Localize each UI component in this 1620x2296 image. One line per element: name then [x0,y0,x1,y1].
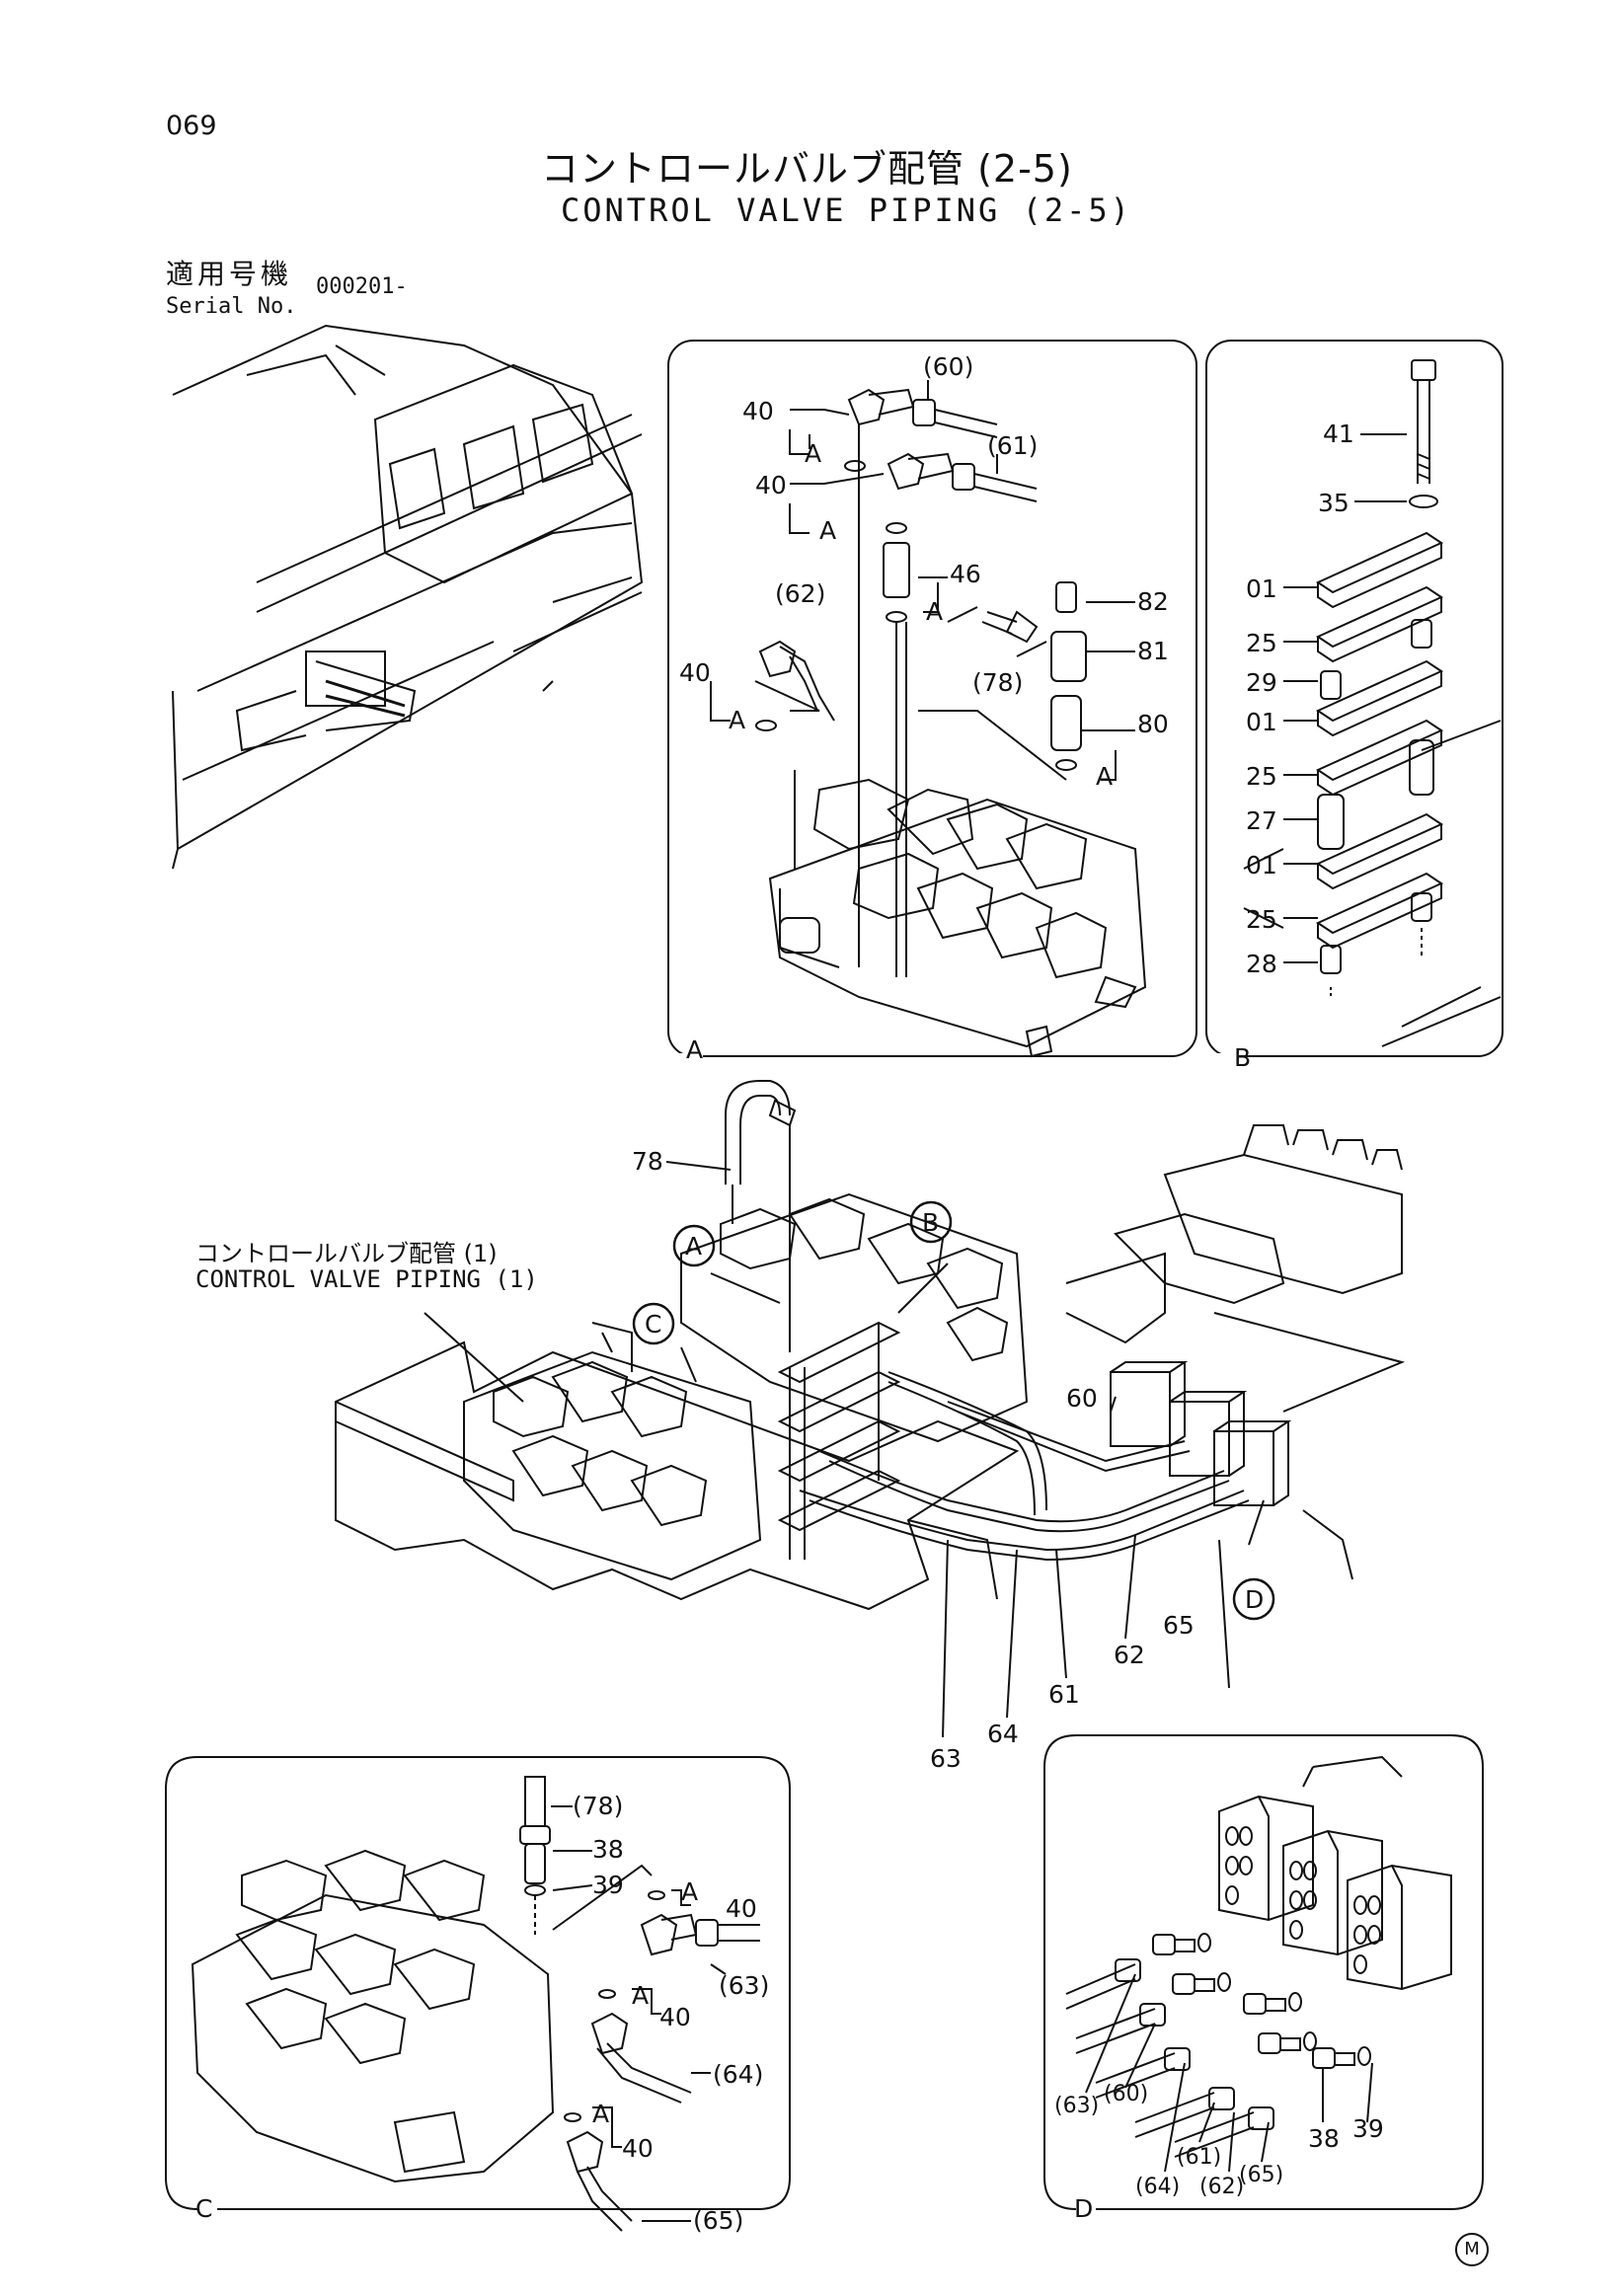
panel-d-label-39: 39 [1352,2114,1384,2143]
panel-d-label-60: (60) [1104,2082,1148,2106]
detail-panel-b [1205,340,1504,1059]
reference-title-en: CONTROL VALVE PIPING (1) [195,1265,538,1293]
panel-a-label-81: 81 [1137,637,1169,665]
panel-c-label-a2: A [632,1981,649,2010]
panel-d-label-61: (61) [1177,2145,1221,2170]
panel-a-label-46: 46 [950,560,981,588]
serial-value: 000201- [316,274,408,299]
page-title-en: CONTROL VALVE PIPING (2-5) [561,191,1132,229]
panel-a-label-82: 82 [1137,587,1169,616]
panel-a-label-a2: A [819,516,836,545]
machine-overview-sketch [172,324,644,870]
panel-b-tag: B [1234,1043,1251,1072]
panel-a-label-a4: A [926,597,943,626]
main-label-78: 78 [632,1147,663,1176]
panel-c-label-38: 38 [592,1835,624,1864]
panel-a-label-80: 80 [1137,710,1169,738]
panel-d-tag: D [1074,2194,1093,2223]
panel-c-label-40c: 40 [622,2134,654,2163]
panel-a-label-60: (60) [923,352,973,381]
main-label-64: 64 [987,1720,1019,1748]
panel-b-label-35: 35 [1318,489,1350,517]
panel-c-tag: C [195,2194,212,2223]
panel-a-label-a1: A [805,439,821,468]
page-title-jp: コントロールバルブ配管 (2-5) [541,147,1073,191]
panel-b-label-27: 27 [1246,806,1277,835]
serial-label-en: Serial No. [166,294,297,319]
detail-panel-c [165,1756,791,2232]
panel-b-label-29: 29 [1246,668,1277,697]
panel-a-label-62: (62) [775,579,825,608]
main-label-63: 63 [930,1744,962,1773]
main-callout-d: D [1245,1585,1264,1614]
main-label-61: 61 [1048,1680,1080,1709]
detail-panel-d [1043,1734,1484,2210]
main-label-65: 65 [1163,1611,1195,1640]
panel-d-label-62: (62) [1199,2175,1244,2199]
main-callout-c: C [645,1310,661,1339]
serial-label-jp: 適用号機 [166,258,293,290]
panel-d-label-65: (65) [1239,2163,1283,2187]
panel-c-label-40a: 40 [726,1894,757,1923]
panel-c-label-39: 39 [592,1871,624,1899]
panel-b-label-25a: 25 [1246,629,1277,657]
main-callout-a: A [685,1232,702,1261]
panel-b-label-28: 28 [1246,950,1277,978]
panel-d-label-64: (64) [1135,2175,1180,2199]
panel-a-label-40c: 40 [679,658,711,687]
panel-a-label-a5: A [1096,762,1113,791]
panel-c-label-64: (64) [713,2060,763,2089]
panel-a-label-40b: 40 [755,471,787,499]
panel-b-label-01c: 01 [1246,851,1277,880]
panel-a-tag: A [686,1035,703,1064]
panel-b-label-25b: 25 [1246,762,1277,791]
callout-circles [632,1200,1275,1621]
main-label-60: 60 [1066,1384,1098,1413]
panel-a-label-61: (61) [987,431,1038,460]
panel-c-label-a3: A [592,2100,609,2128]
page-number: 069 [166,111,217,141]
panel-c-label-65: (65) [693,2206,743,2235]
panel-a-label-a3: A [729,706,745,734]
main-label-62: 62 [1114,1641,1145,1669]
panel-c-label-a1: A [681,1877,698,1906]
panel-c-label-40b: 40 [659,2003,691,2031]
panel-c-label-63: (63) [719,1971,769,2000]
main-callout-b: B [922,1208,939,1237]
panel-d-label-38: 38 [1308,2124,1340,2153]
panel-b-label-25c: 25 [1246,905,1277,934]
panel-b-label-01b: 01 [1246,708,1277,736]
detail-panel-a [667,340,1197,1059]
panel-b-label-41: 41 [1323,420,1354,448]
corner-mark: M [1455,2233,1489,2266]
main-assembly-drawing [335,1080,1406,1738]
panel-c-label-78: (78) [573,1792,623,1820]
panel-d-label-63: (63) [1054,2094,1099,2118]
panel-b-label-01a: 01 [1246,574,1277,603]
panel-a-label-78: (78) [972,668,1023,697]
panel-a-label-40a: 40 [742,397,774,425]
reference-title-jp: コントロールバルブ配管 (1) [195,1240,498,1267]
